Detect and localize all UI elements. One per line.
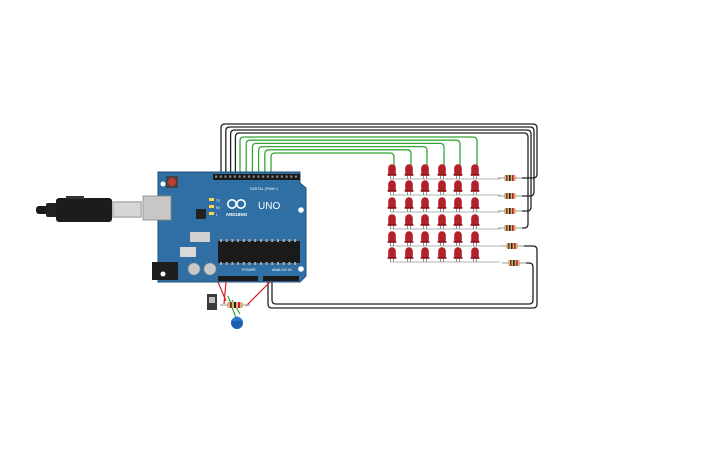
power-label: POWER — [242, 268, 256, 272]
resistor[interactable] — [498, 175, 522, 181]
led[interactable] — [453, 231, 463, 246]
brand-label: ARDUINO — [226, 212, 248, 217]
arduino-logo-icon — [227, 199, 247, 210]
capacitor — [187, 262, 201, 276]
green-wires[interactable] — [239, 136, 478, 174]
led[interactable] — [470, 164, 480, 179]
atmega-chip — [218, 241, 300, 263]
led[interactable] — [437, 231, 447, 246]
led[interactable] — [404, 164, 414, 179]
led[interactable] — [420, 180, 430, 195]
wire[interactable] — [257, 145, 428, 174]
analog-label: ANALOG IN — [272, 268, 292, 272]
led[interactable] — [404, 197, 414, 212]
wire[interactable] — [239, 136, 478, 174]
led[interactable] — [453, 164, 463, 179]
led[interactable] — [420, 247, 430, 262]
led[interactable] — [404, 214, 414, 229]
resistor[interactable] — [500, 243, 524, 249]
wire[interactable] — [220, 123, 538, 179]
arduino-uno-board[interactable]: ARDUINO UNO DIGITAL (PWM~) POWER ANALOG … — [142, 171, 307, 283]
led[interactable] — [404, 180, 414, 195]
led[interactable] — [437, 164, 447, 179]
led[interactable] — [420, 214, 430, 229]
tx-label: TX — [216, 199, 221, 203]
power-jack — [152, 262, 178, 280]
led[interactable] — [470, 180, 480, 195]
resistor[interactable] — [498, 193, 522, 199]
led[interactable] — [437, 214, 447, 229]
model-label: UNO — [258, 201, 280, 212]
led[interactable] — [437, 247, 447, 262]
led[interactable] — [470, 214, 480, 229]
led[interactable] — [453, 247, 463, 262]
resistor[interactable] — [502, 260, 526, 266]
led[interactable] — [437, 180, 447, 195]
resistor-input — [220, 302, 250, 308]
led[interactable] — [387, 231, 397, 246]
led[interactable] — [420, 231, 430, 246]
rx-label: RX — [216, 206, 221, 210]
wire[interactable] — [271, 262, 534, 305]
black-wires[interactable] — [220, 123, 538, 309]
led[interactable] — [404, 247, 414, 262]
wire[interactable] — [229, 129, 532, 212]
potentiometer[interactable] — [231, 316, 243, 330]
resistor-column[interactable] — [498, 175, 526, 266]
led[interactable] — [387, 247, 397, 262]
wire[interactable] — [234, 132, 529, 229]
led[interactable] — [387, 180, 397, 195]
usb-port — [142, 195, 172, 221]
led[interactable] — [453, 197, 463, 212]
wire[interactable] — [270, 152, 395, 174]
led-matrix[interactable] — [387, 164, 500, 263]
wire[interactable] — [251, 142, 445, 174]
resistor[interactable] — [498, 208, 522, 214]
power-header[interactable] — [218, 276, 258, 281]
usb-cable[interactable] — [36, 196, 142, 222]
wire[interactable] — [264, 149, 412, 174]
resistor[interactable] — [498, 225, 522, 231]
led[interactable] — [387, 197, 397, 212]
led[interactable] — [387, 164, 397, 179]
led[interactable] — [470, 197, 480, 212]
input-circuit[interactable] — [207, 281, 271, 330]
l-label: L — [216, 213, 218, 217]
digital-header[interactable] — [213, 174, 300, 180]
wire[interactable] — [225, 126, 535, 197]
analog-header[interactable] — [263, 276, 299, 281]
led[interactable] — [437, 197, 447, 212]
led[interactable] — [470, 247, 480, 262]
led[interactable] — [453, 214, 463, 229]
led[interactable] — [420, 164, 430, 179]
wire[interactable] — [267, 245, 538, 309]
led[interactable] — [453, 180, 463, 195]
digital-label: DIGITAL (PWM~) — [250, 187, 278, 191]
wire[interactable] — [245, 139, 461, 174]
led[interactable] — [470, 231, 480, 246]
led[interactable] — [420, 197, 430, 212]
led[interactable] — [404, 231, 414, 246]
led[interactable] — [387, 214, 397, 229]
